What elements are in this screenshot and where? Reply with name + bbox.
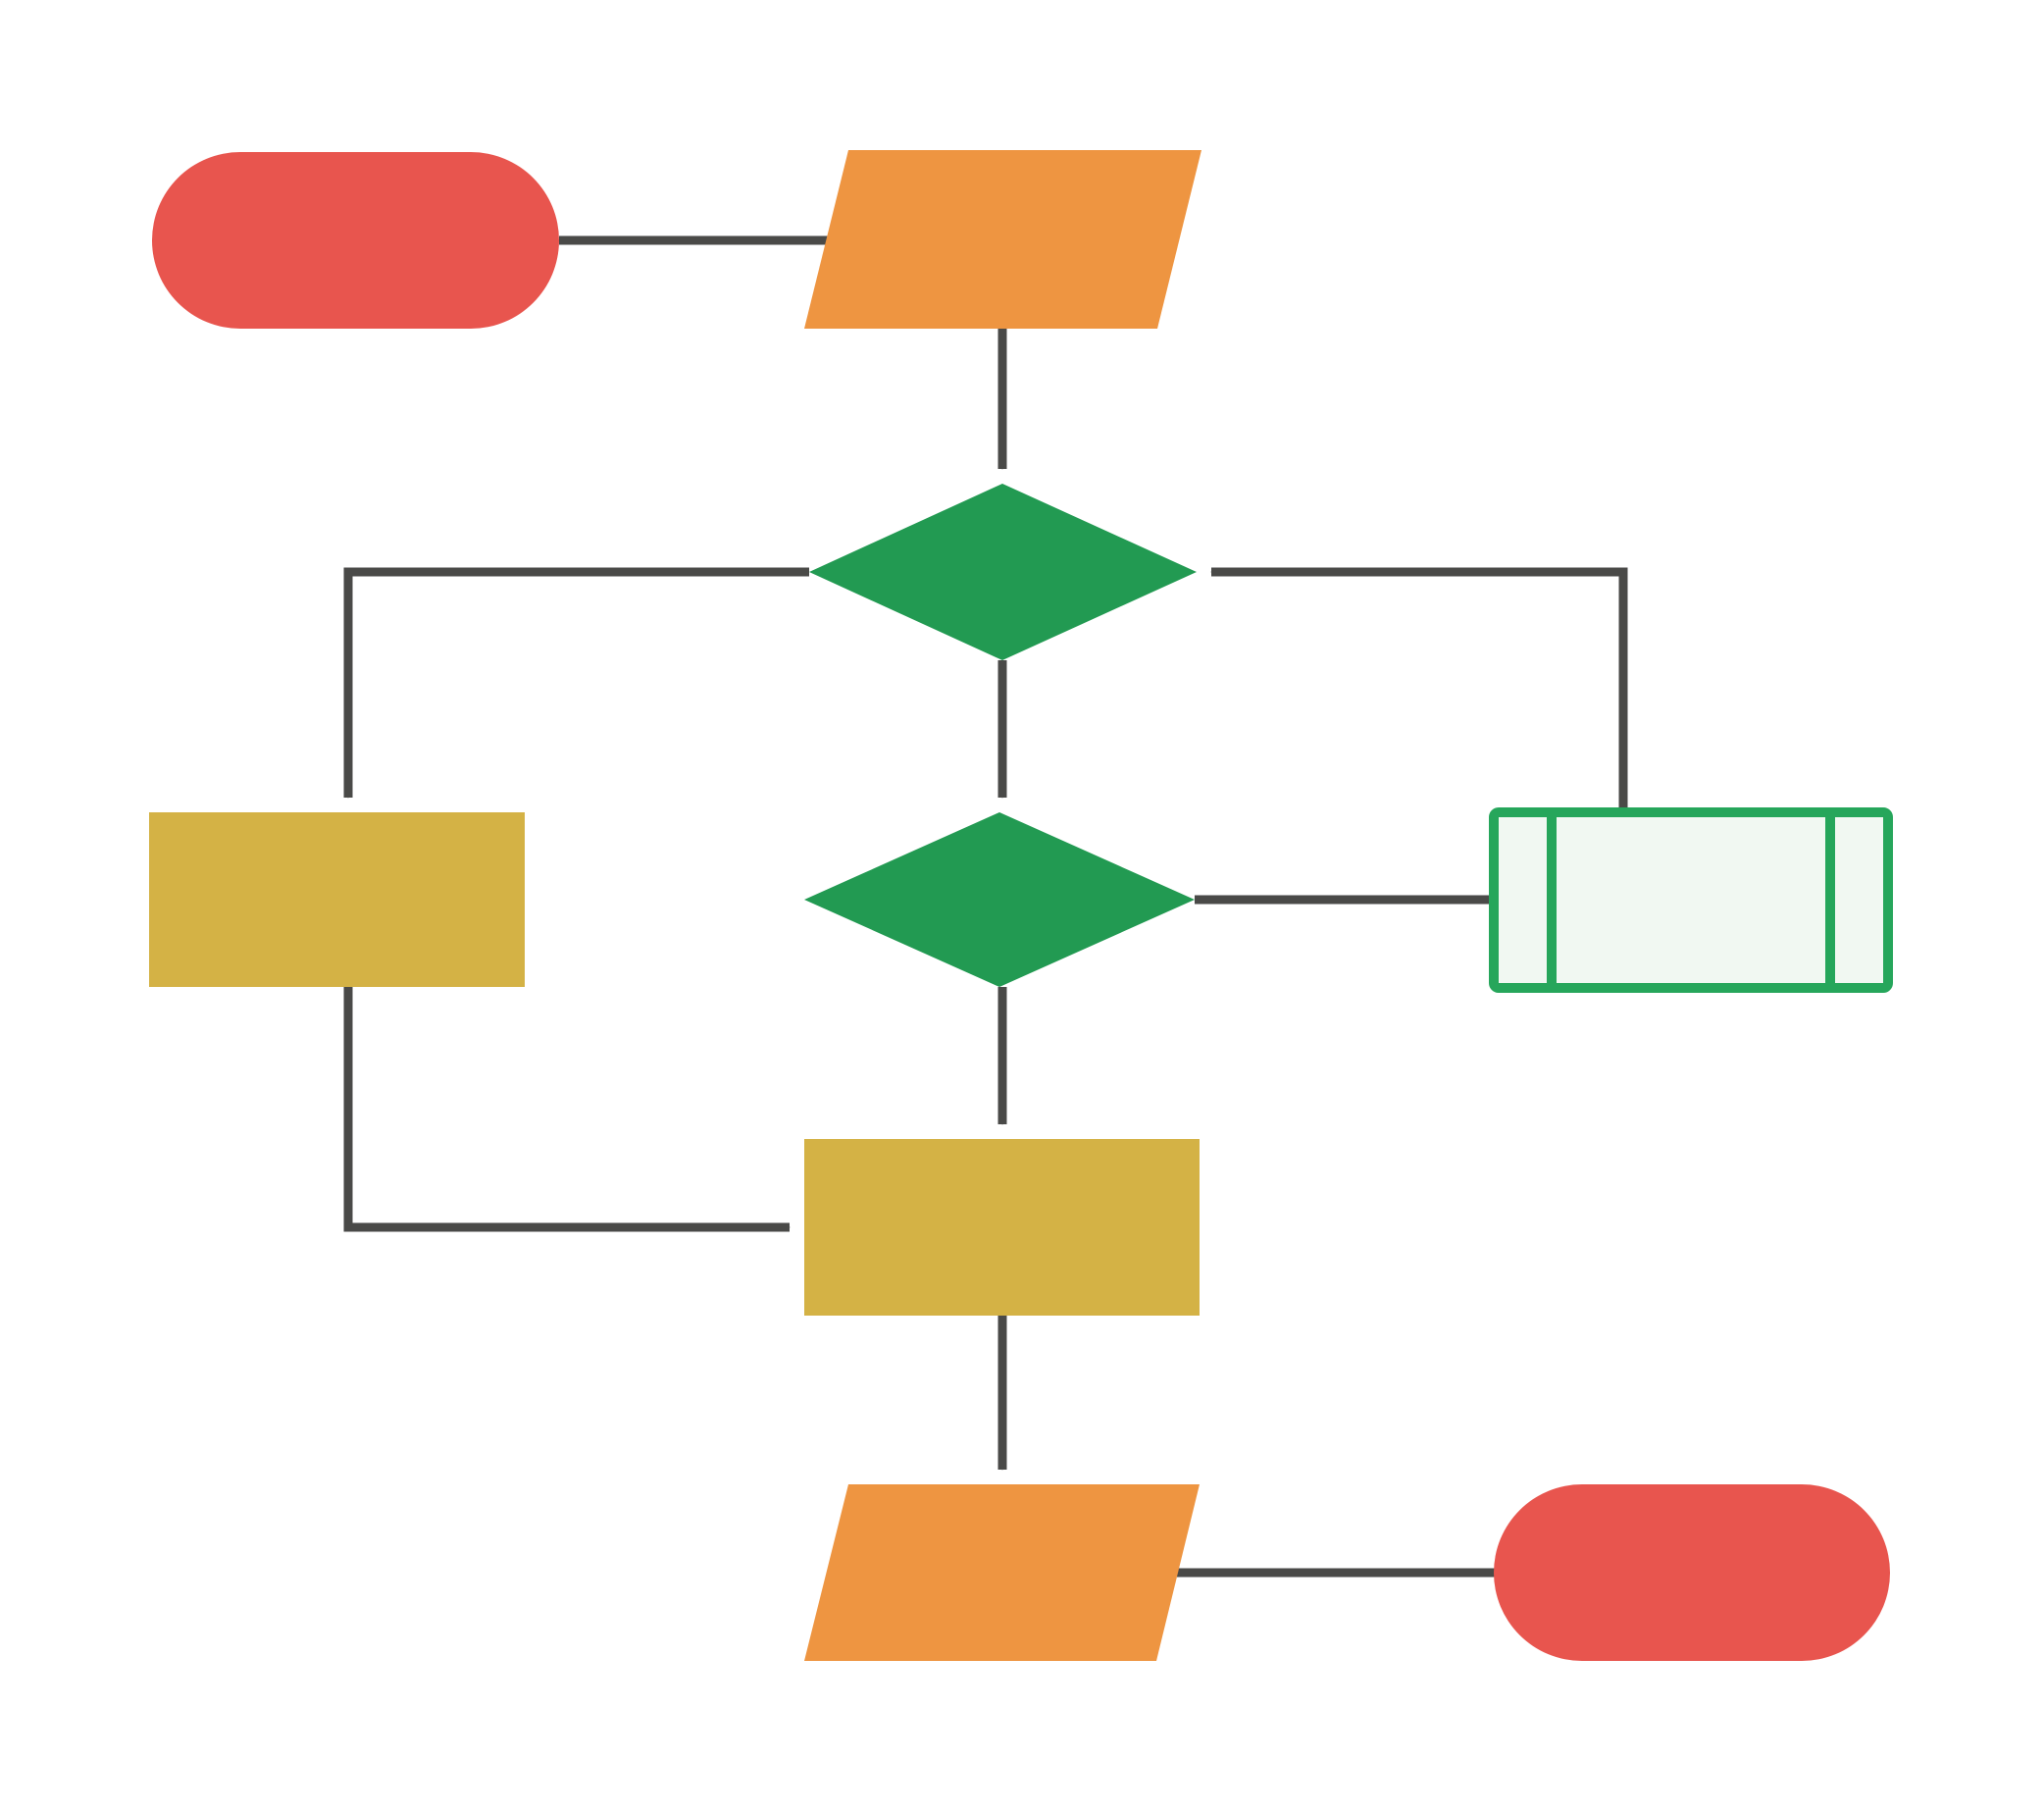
node-decision-2[interactable] [804,812,1195,987]
node-end[interactable] [1494,1484,1890,1661]
node-decision-1[interactable] [809,484,1197,660]
node-output[interactable] [804,1484,1200,1661]
node-input[interactable] [804,150,1201,329]
start-terminator-shape[interactable] [152,152,559,329]
connector-layer [343,235,1628,1578]
end-terminator-shape[interactable] [1494,1484,1890,1661]
node-layer [149,150,1893,1661]
output-parallelogram-shape[interactable] [804,1484,1200,1661]
node-predefined-process[interactable] [1489,807,1893,993]
process-left-rect-shape[interactable] [149,812,525,987]
node-process-center[interactable] [804,1139,1200,1316]
input-parallelogram-shape[interactable] [804,150,1201,329]
decision-2-diamond-shape[interactable] [804,812,1195,987]
edge-predefined-process-to-decision-1 [1210,567,1628,807]
node-start[interactable] [152,152,559,329]
process-center-rect-shape[interactable] [804,1139,1200,1316]
edge-decision-1-to-process-left [343,567,809,799]
edge-process-left-to-process-center [343,987,791,1232]
predefined-process-outer-shape[interactable] [1489,807,1893,993]
node-process-left[interactable] [149,812,525,987]
decision-1-diamond-shape[interactable] [809,484,1197,660]
